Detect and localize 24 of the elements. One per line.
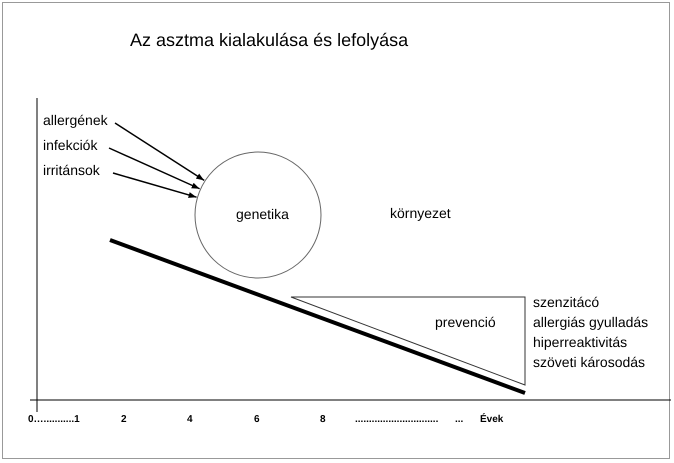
factor-label: irritánsok (43, 162, 111, 180)
title: Az asztma kialakulása és lefolyása (130, 30, 408, 51)
axis-title: Évek (480, 414, 504, 425)
outcome-label: hiperreaktivitás (533, 334, 628, 350)
tick-label: 2 (121, 414, 127, 425)
tick-dots: .............................. (355, 414, 438, 425)
tick-label: 0…...........1 (28, 414, 80, 425)
factor-label: infekciók (43, 137, 107, 155)
triangle-label: prevenció (435, 314, 496, 330)
outcome-label: szöveti károsodás (533, 354, 646, 370)
outcome-label: szenzitácó (533, 294, 600, 310)
tick-label: 4 (187, 414, 193, 425)
circle-label: genetika (236, 206, 289, 222)
environment-label: környezet (390, 205, 451, 221)
genetics-circle (194, 151, 322, 279)
arrow (112, 172, 197, 198)
arrow (114, 122, 205, 181)
tick-label: 8 (320, 414, 326, 425)
arrow (108, 147, 200, 190)
factor-label: allergének (43, 112, 113, 130)
prevention-triangle (290, 296, 526, 386)
tick-label: 6 (254, 414, 260, 425)
outcome-label: allergiás gyulladás (533, 314, 648, 330)
tick-dots: ... (455, 414, 464, 425)
